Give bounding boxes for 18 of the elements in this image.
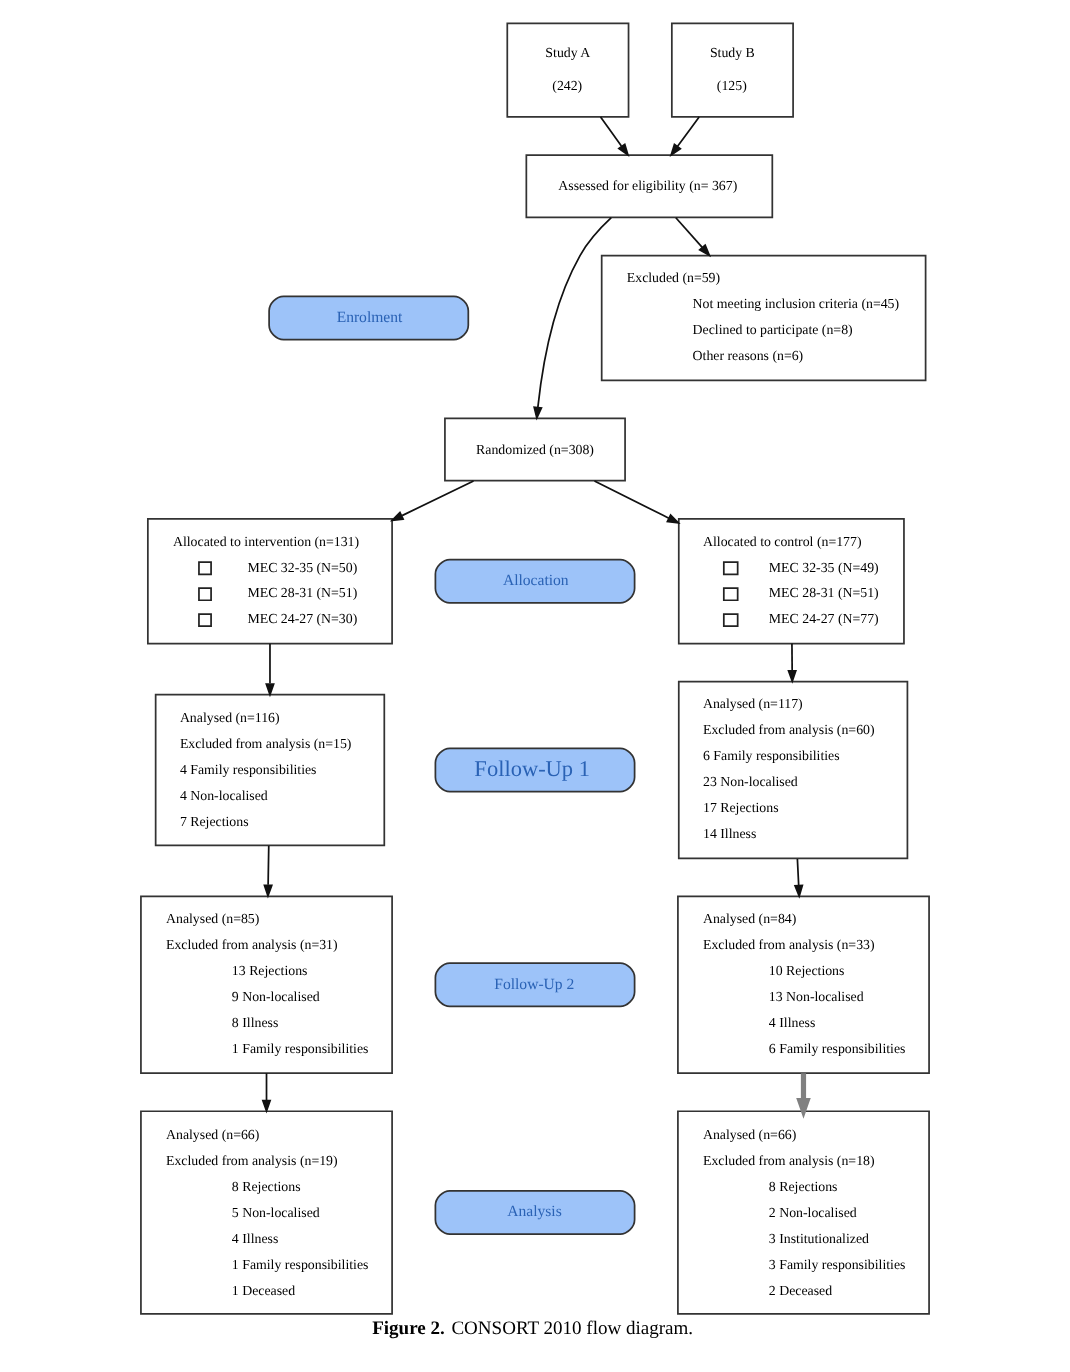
- arrow: [674, 216, 712, 258]
- node-box: Allocation: [434, 558, 636, 604]
- arrow: [669, 116, 700, 157]
- arrow: [787, 642, 797, 684]
- arrow: [796, 1073, 811, 1119]
- node-box: Follow-Up 1: [434, 747, 636, 793]
- arrow: [599, 116, 630, 158]
- arrow: [533, 216, 613, 421]
- arrow: [793, 858, 804, 899]
- arrow: [263, 844, 273, 899]
- arrow: [265, 642, 275, 698]
- node-box: Follow-Up 2: [434, 962, 636, 1008]
- arrow: [593, 480, 681, 525]
- node-box: Enrolment: [268, 295, 470, 341]
- arrow: [261, 1072, 272, 1114]
- caption: Figure 2. CONSORT 2010 flow diagram.: [372, 1320, 694, 1341]
- arrow: [389, 480, 475, 522]
- node-box: Analysis: [434, 1190, 636, 1236]
